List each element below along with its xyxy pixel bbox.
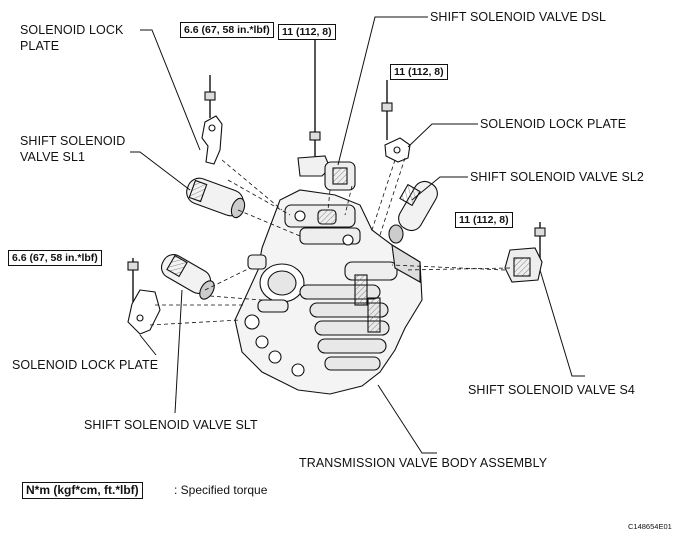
- solenoid-sl1-drawing: [186, 177, 246, 219]
- torque-box-right-top: 11 (112, 8): [390, 64, 448, 80]
- figure-code: C148654E01: [628, 522, 672, 531]
- label-shift-solenoid-sl1: SHIFT SOLENOID VALVE SL1: [20, 133, 125, 165]
- legend-description: : Specified torque: [174, 483, 268, 497]
- label-shift-solenoid-s4: SHIFT SOLENOID VALVE S4: [468, 383, 635, 397]
- solenoid-sl2-drawing: [388, 180, 438, 244]
- label-line: PLATE: [20, 39, 60, 53]
- label-solenoid-lock-plate-bottom: SOLENOID LOCK PLATE: [12, 358, 159, 372]
- label-line: SHIFT SOLENOID: [20, 134, 126, 148]
- lock-plate-top-drawing: [201, 75, 223, 165]
- solenoid-s4-drawing: [504, 222, 546, 283]
- lock-plate-right-drawing: [381, 80, 411, 163]
- label-line: VALVE SL1: [20, 150, 86, 164]
- label-shift-solenoid-slt: SHIFT SOLENOID VALVE SLT: [84, 418, 258, 432]
- leader-lines: [130, 16, 585, 454]
- alignment-lines: [149, 157, 511, 326]
- valve-body-drawing: [234, 189, 423, 395]
- legend-unit-box: N*m (kgf*cm, ft.*lbf): [22, 482, 143, 499]
- torque-box-top-left: 6.6 (67, 58 in.*lbf): [180, 22, 274, 38]
- solenoid-slt-drawing: [160, 254, 215, 300]
- torque-box-right-mid: 11 (112, 8): [455, 212, 513, 228]
- label-line: SOLENOID LOCK: [20, 23, 124, 37]
- torque-box-left-mid: 6.6 (67, 58 in.*lbf): [8, 250, 102, 266]
- label-transmission-valve-body: TRANSMISSION VALVE BODY ASSEMBLY: [299, 456, 548, 470]
- label-solenoid-lock-plate-right: SOLENOID LOCK PLATE: [480, 117, 627, 131]
- solenoid-dsl-drawing: [297, 38, 356, 191]
- label-solenoid-lock-plate-top: SOLENOID LOCK PLATE: [20, 22, 123, 54]
- lock-plate-bottom-drawing: [127, 258, 161, 335]
- label-shift-solenoid-dsl: SHIFT SOLENOID VALVE DSL: [430, 10, 607, 24]
- torque-box-top-mid: 11 (112, 8): [278, 24, 336, 40]
- label-shift-solenoid-sl2: SHIFT SOLENOID VALVE SL2: [470, 170, 644, 184]
